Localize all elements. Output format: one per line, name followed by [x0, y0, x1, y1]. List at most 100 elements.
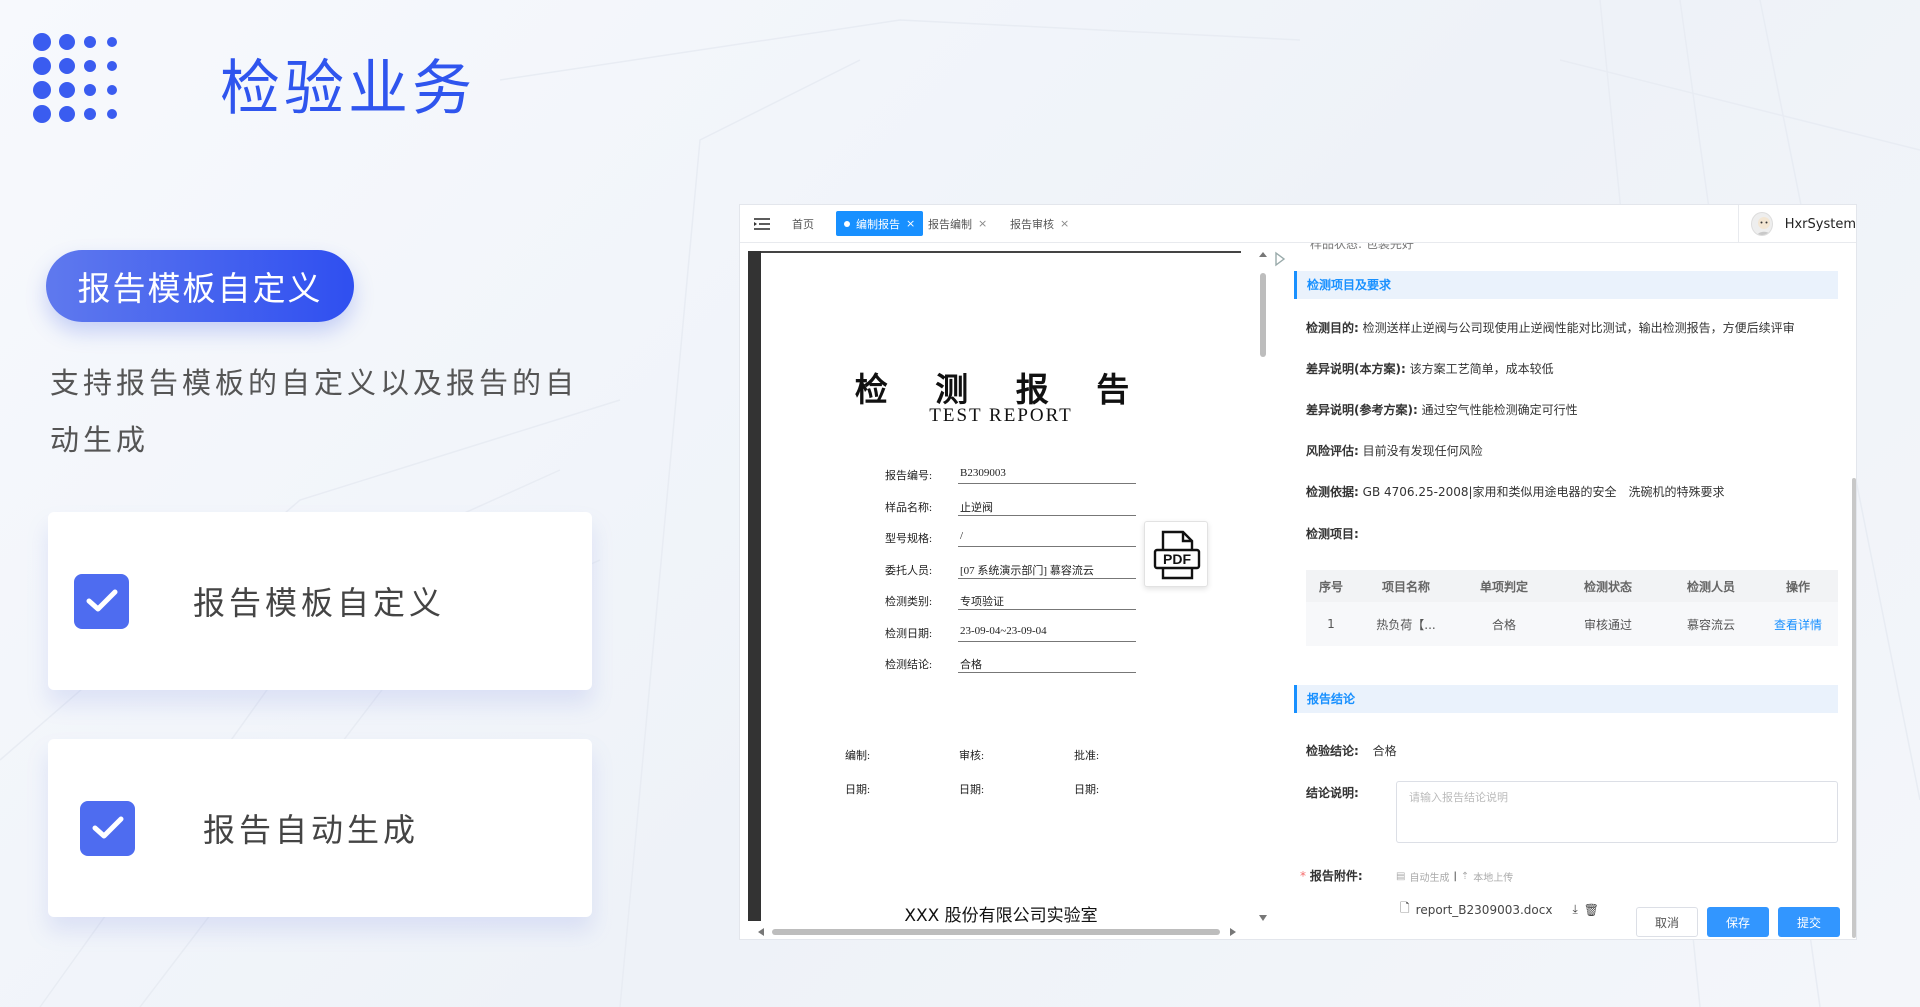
document-footer: XXX 股份有限公司实验室: [904, 906, 1098, 923]
field-key: 报告编号:: [885, 470, 933, 482]
field-underline: [958, 672, 1136, 673]
document-viewer[interactable]: 检 测 报 告 TEST REPORT 报告编号: B2309003 样品名称:…: [748, 251, 1256, 923]
file-icon: 🗋: [1400, 901, 1410, 915]
user-menu[interactable]: HxrSystem: [1738, 205, 1856, 243]
close-icon[interactable]: ×: [906, 217, 916, 230]
avatar-icon: [1751, 212, 1773, 236]
local-upload-button[interactable]: 本地上传: [1473, 873, 1514, 884]
field-value: [07 系统演示部门] 慕容流云: [960, 565, 1094, 577]
attachment-filename[interactable]: report_B2309003.docx: [1415, 902, 1553, 917]
tab-label: 首页: [792, 217, 814, 231]
document-icon: ▤: [1396, 871, 1406, 882]
document-field: 委托人员: [07 系统演示部门] 慕容流云: [885, 554, 1147, 580]
tab-report-review[interactable]: 报告审核 ×: [1002, 211, 1077, 236]
signature-date: 日期:: [845, 784, 871, 796]
tab-compile-report[interactable]: 编制报告 ×: [836, 211, 924, 236]
table-cell: 热负荷【...: [1376, 617, 1436, 632]
field-value: 合格: [960, 659, 982, 671]
column-header: 检测人员: [1686, 579, 1735, 594]
document-field: 检测类别: 专项验证: [885, 585, 1147, 611]
field-value: 检测送样止逆阀与公司现使用止逆阀性能对比测试，输出检测报告，方便后续评审: [1362, 321, 1795, 335]
tab-label: 编制报告: [856, 217, 900, 231]
view-details-link[interactable]: 查看详情: [1773, 617, 1822, 632]
section-header-conclusion: 报告结论: [1294, 685, 1838, 713]
field-key: 检测日期:: [885, 628, 933, 640]
download-icon[interactable]: ⤓: [1572, 902, 1578, 916]
cancel-button[interactable]: 取消: [1636, 907, 1698, 937]
sample-status-row: 样品状态: 包装完好: [1310, 243, 1414, 251]
document-field: 样品名称: 止逆阀: [885, 491, 1147, 517]
close-icon[interactable]: ×: [978, 217, 988, 230]
form-scrollbar[interactable]: [1852, 478, 1856, 938]
table-cell: 合格: [1491, 617, 1516, 632]
submit-button[interactable]: 提交: [1778, 907, 1840, 937]
field-label: 报告附件:: [1309, 869, 1363, 883]
document-field: 型号规格: /: [885, 522, 1147, 548]
form-row-diff-ref: 差异说明(参考方案): 通过空气性能检测确定可行性: [1306, 401, 1578, 418]
feature-card-autogen: 报告自动生成: [48, 739, 592, 917]
field-underline: [958, 641, 1136, 642]
form-row-risk: 风险评估: 目前没有发现任何风险: [1306, 442, 1483, 459]
form-row-conclusion: 检验结论: 合格: [1306, 742, 1397, 759]
field-value: GB 4706.25-2008|家用和类似用途电器的安全 洗碗机的特殊要求: [1362, 485, 1725, 499]
app-window: 首页 编制报告 × 报告编制 × 报告审核 × HxrSystem 检 测 报 …: [739, 204, 1857, 940]
tab-bar: 首页 编制报告 × 报告编制 × 报告审核 × HxrSystem: [740, 205, 1856, 243]
field-underline: [958, 546, 1136, 547]
column-header: 序号: [1318, 579, 1343, 594]
collapse-arrow-icon[interactable]: [1274, 251, 1286, 267]
user-name: HxrSystem: [1784, 216, 1856, 232]
field-label: 检测依据:: [1306, 485, 1359, 499]
save-button[interactable]: 保存: [1707, 907, 1769, 937]
form-row-attachment: * 报告附件:: [1300, 867, 1363, 884]
section-header-items: 检测项目及要求: [1294, 271, 1838, 299]
document-field: 检测结论: 合格: [885, 648, 1147, 674]
field-label: 差异说明(参考方案):: [1306, 403, 1418, 417]
viewer-vertical-scrollbar[interactable]: [1257, 251, 1269, 923]
field-label: 检验结论:: [1306, 744, 1359, 758]
document-field: 报告编号: B2309003: [885, 459, 1147, 485]
field-value: 目前没有发现任何风险: [1362, 444, 1483, 458]
tab-label: 报告审核: [1010, 217, 1054, 231]
table-cell: 慕容流云: [1686, 617, 1735, 632]
document-subtitle: TEST REPORT: [929, 405, 1073, 426]
field-key: 样品名称:: [885, 502, 933, 514]
field-label: 检测目的:: [1306, 321, 1359, 335]
table-cell: 1: [1327, 617, 1335, 631]
field-value: 23-09-04~23-09-04: [960, 625, 1047, 637]
field-value: 通过空气性能检测确定可行性: [1421, 403, 1578, 417]
viewer-top-edge: [761, 251, 1241, 253]
column-header: 项目名称: [1381, 579, 1430, 594]
test-items-table: 序号 项目名称 单项判定 检测状态 检测人员 操作 1 热负荷【... 合格 审…: [1306, 570, 1838, 646]
active-dot-icon: [844, 220, 850, 227]
signature-reviewed: 审核:: [959, 750, 985, 762]
tab-report-compile[interactable]: 报告编制 ×: [920, 211, 995, 236]
conclusion-remark-textarea[interactable]: 请输入报告结论说明: [1396, 781, 1838, 843]
form-row-items: 检测项目:: [1306, 525, 1359, 542]
pdf-icon[interactable]: PDF: [1144, 521, 1208, 587]
field-underline: [958, 515, 1136, 516]
close-icon[interactable]: ×: [1060, 217, 1070, 230]
field-label: 检测项目:: [1306, 527, 1359, 541]
intro-text: 支持报告模板的自定义以及报告的自动生成: [50, 366, 579, 457]
signature-date: 日期:: [959, 784, 985, 796]
signature-prepared: 编制:: [845, 750, 871, 762]
table-row: 1 热负荷【... 合格 审核通过 慕容流云 查看详情: [1306, 602, 1838, 646]
field-label: 差异说明(本方案):: [1306, 362, 1406, 376]
field-value: B2309003: [960, 467, 1006, 479]
table-header: 序号 项目名称 单项判定 检测状态 检测人员 操作: [1306, 570, 1838, 602]
table-cell: 审核通过: [1583, 617, 1632, 632]
auto-generate-button[interactable]: 自动生成: [1409, 873, 1450, 884]
menu-fold-icon[interactable]: [754, 217, 770, 231]
logo-dots-icon: [33, 33, 117, 123]
document-field: 检测日期: 23-09-04~23-09-04: [885, 617, 1147, 643]
delete-icon[interactable]: 🗑: [1583, 902, 1600, 917]
tab-home[interactable]: 首页: [784, 211, 822, 236]
field-value: 专项验证: [960, 596, 1004, 608]
form-row-purpose: 检测目的: 检测送样止逆阀与公司现使用止逆阀性能对比测试，输出检测报告，方便后续…: [1306, 319, 1795, 336]
viewer-edge: [748, 251, 761, 921]
feature-card-template: 报告模板自定义: [48, 512, 592, 690]
field-value: 止逆阀: [960, 502, 993, 514]
page-title: 检验业务: [220, 54, 476, 124]
viewer-horizontal-scrollbar[interactable]: [758, 927, 1236, 937]
checkbox-icon: [80, 800, 135, 856]
